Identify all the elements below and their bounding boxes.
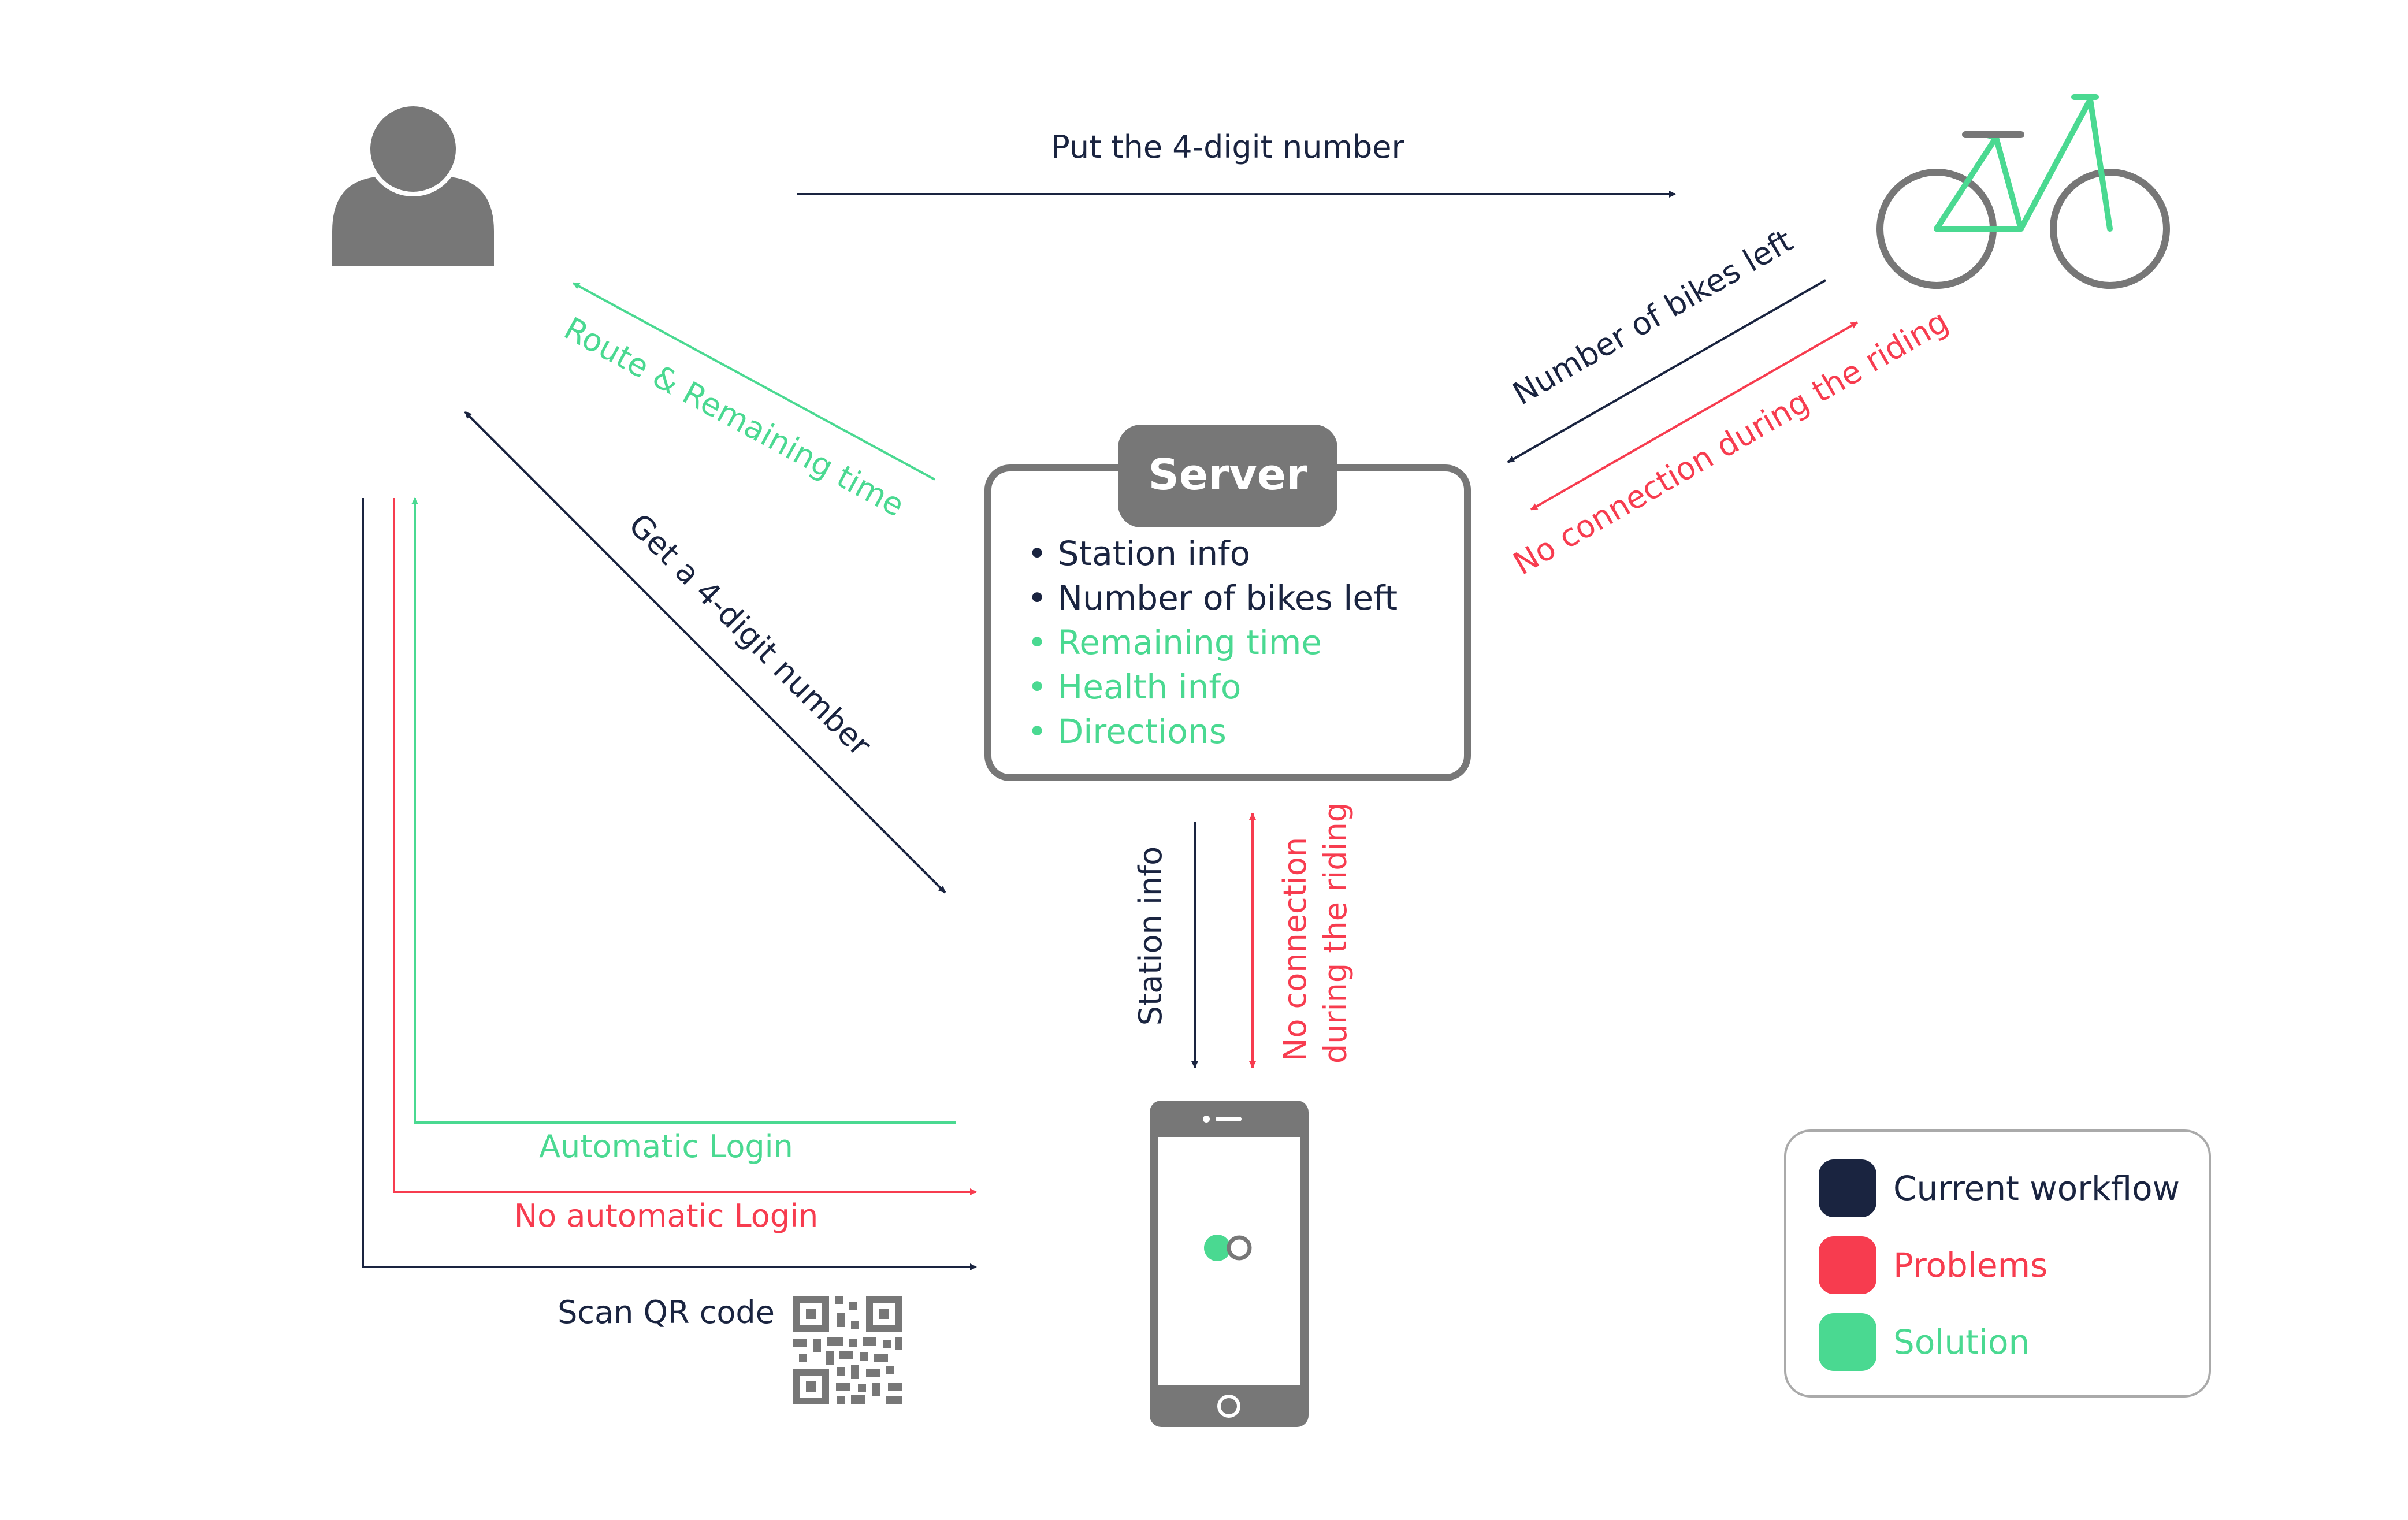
edge-phone-server-problem: No connection during the riding xyxy=(1249,802,1354,1068)
edge-label-bike-to-server: Number of bikes left xyxy=(1507,222,1799,412)
qr-code-icon xyxy=(793,1296,902,1404)
edge-server-to-phone: Station info xyxy=(1132,822,1198,1068)
legend-swatch xyxy=(1819,1313,1876,1371)
edge-label-user-to-bike: Put the 4-digit number xyxy=(1051,129,1404,165)
server-box: Server • Station info • Number of bikes l… xyxy=(984,425,1471,781)
edge-no-automatic-login: No automatic Login xyxy=(393,498,977,1234)
edge-label-phone-server-problem-2: during the riding xyxy=(1317,802,1354,1064)
legend-swatch xyxy=(1819,1159,1876,1217)
user-icon xyxy=(332,102,494,266)
server-item: • Station info xyxy=(1027,534,1250,573)
edge-label-scan-qr: Scan QR code xyxy=(558,1294,775,1331)
edge-label-no-automatic-login: No automatic Login xyxy=(514,1198,819,1234)
edge-server-to-user: Route & Remaining time xyxy=(558,282,935,524)
server-item: • Directions xyxy=(1027,712,1227,751)
edge-label-automatic-login: Automatic Login xyxy=(539,1128,793,1165)
server-item-list: • Station info • Number of bikes left • Re… xyxy=(1027,534,1398,751)
legend-label: Current workflow xyxy=(1893,1169,2180,1208)
legend-swatch xyxy=(1819,1236,1876,1294)
edge-user-to-bike: Put the 4-digit number xyxy=(797,129,1676,198)
edge-automatic-login: Automatic Login xyxy=(411,497,956,1165)
edge-label-user-phone-digit: Get a 4-digit number xyxy=(622,507,879,764)
legend-label: Solution xyxy=(1893,1322,2030,1362)
smartphone-icon xyxy=(1150,1101,1309,1427)
server-title: Server xyxy=(1149,450,1307,500)
server-item: • Number of bikes left xyxy=(1027,578,1398,618)
legend-label: Problems xyxy=(1893,1246,2047,1285)
edge-label-server-to-phone: Station info xyxy=(1132,846,1169,1025)
edge-label-server-to-user: Route & Remaining time xyxy=(558,310,910,524)
bicycle-icon xyxy=(1876,94,2170,289)
server-item: • Remaining time xyxy=(1027,623,1322,662)
edge-label-phone-server-problem-1: No connection xyxy=(1277,837,1313,1061)
server-item: • Health info xyxy=(1027,667,1241,707)
edge-scan-qr: Scan QR code xyxy=(362,498,977,1331)
